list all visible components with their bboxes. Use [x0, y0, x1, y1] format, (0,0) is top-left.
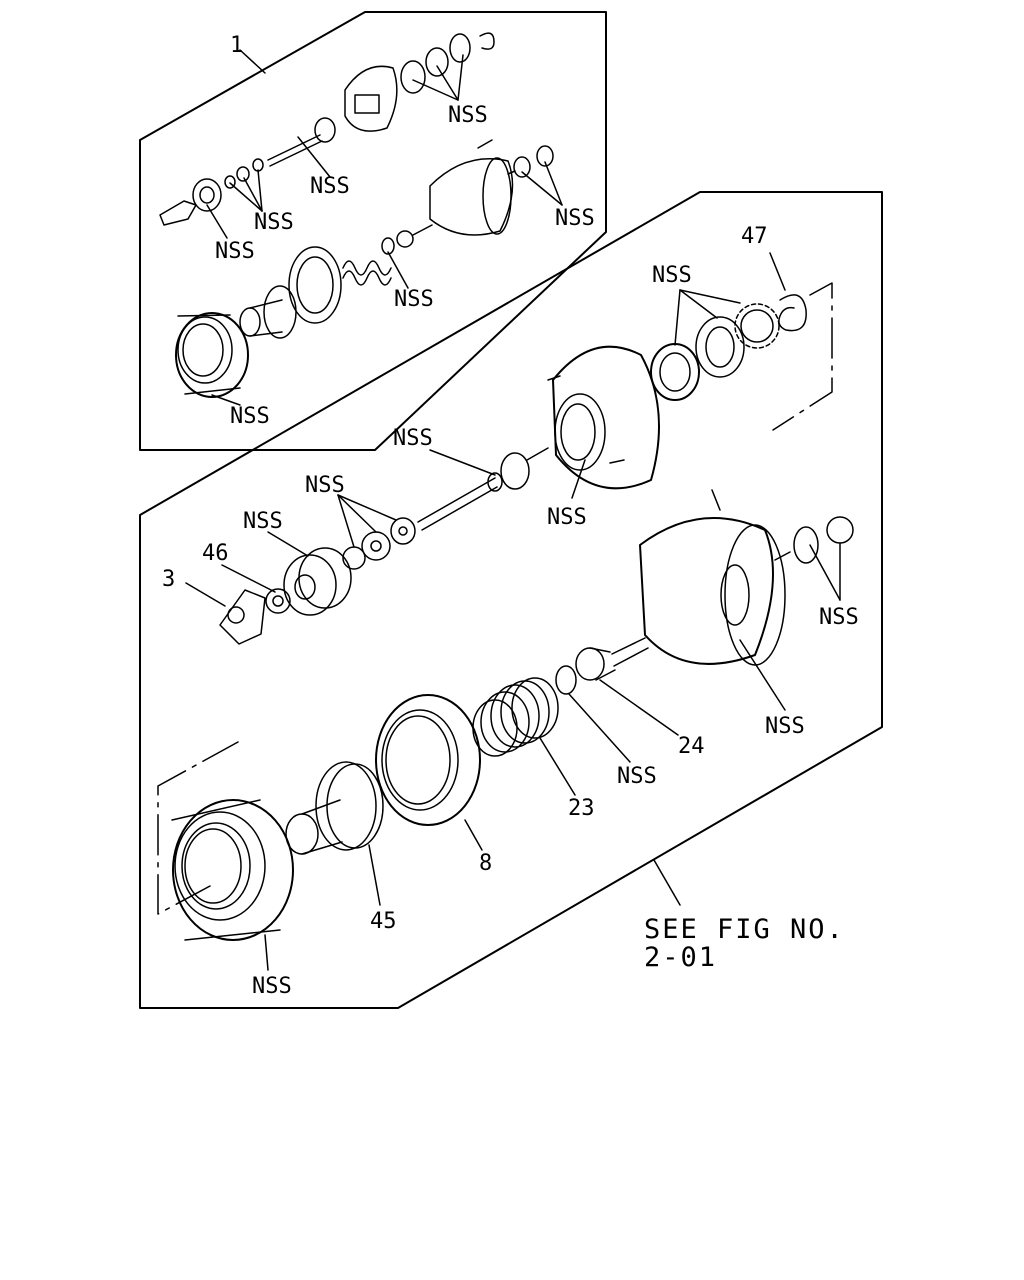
- label-nss: NSS: [652, 263, 692, 288]
- label-part-24: 24: [678, 734, 705, 759]
- label-assembly-1: 1: [230, 33, 243, 58]
- reference-line-2: 2-01: [644, 942, 717, 973]
- label-nss: NSS: [547, 505, 587, 530]
- label-nss: NSS: [393, 426, 433, 451]
- label-nss: NSS: [230, 404, 270, 429]
- label-nss: NSS: [243, 509, 283, 534]
- label-nss: NSS: [819, 605, 859, 630]
- label-part-3: 3: [162, 567, 175, 592]
- label-part-45: 45: [370, 909, 397, 934]
- main-leaders: [185, 252, 841, 971]
- spring-part-23: [472, 677, 559, 757]
- assembly-1-frame: [139, 11, 607, 451]
- assembly-1-parts: [159, 32, 554, 398]
- label-nss: NSS: [765, 714, 805, 739]
- label-nss: NSS: [617, 764, 657, 789]
- reference-line-1: SEE FIG NO.: [644, 914, 845, 945]
- label-nss: NSS: [254, 210, 294, 235]
- label-nss: NSS: [305, 473, 345, 498]
- break-lines: [157, 282, 833, 915]
- label-part-23: 23: [568, 796, 595, 821]
- part-labels: 1 NSS NSS NSS NSS NSS NSS NSS 47 NSS NSS…: [162, 33, 859, 999]
- label-nss: NSS: [252, 974, 292, 999]
- label-nss: NSS: [394, 287, 434, 312]
- label-part-8: 8: [479, 851, 492, 876]
- label-nss: NSS: [448, 103, 488, 128]
- label-part-46: 46: [202, 541, 229, 566]
- main-assembly-parts: [171, 294, 854, 941]
- label-nss: NSS: [555, 206, 595, 231]
- assembly-1-leaders: [206, 49, 563, 406]
- label-nss: NSS: [215, 239, 255, 264]
- label-nss: NSS: [310, 174, 350, 199]
- label-part-47: 47: [741, 224, 768, 249]
- main-assembly-frame: [139, 191, 883, 1009]
